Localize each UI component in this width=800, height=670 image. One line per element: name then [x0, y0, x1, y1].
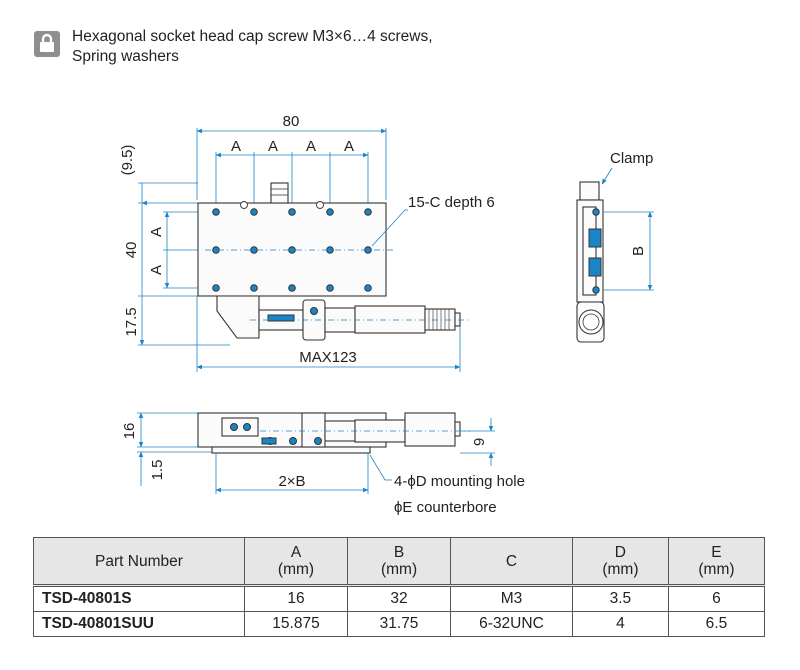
- b-label: B: [630, 246, 647, 256]
- c-cell: M3: [450, 584, 573, 612]
- b-cell: 31.75: [347, 611, 452, 637]
- height-16-label: 16: [121, 423, 138, 440]
- d-cell: 4: [571, 611, 669, 637]
- c-cell: 6-32UNC: [450, 611, 573, 637]
- part-number-cell: TSD-40801SUU: [33, 611, 245, 637]
- axis-9-label: 9: [471, 438, 488, 446]
- micrometer-thimble: [354, 305, 426, 334]
- clamp-label: Clamp: [610, 150, 653, 167]
- side-clamp-screw: [579, 181, 600, 201]
- holes-callout: 15-C depth 6: [408, 194, 495, 211]
- offset-9-5-label: (9.5): [119, 145, 136, 176]
- micrometer-ratchet: [454, 312, 461, 327]
- height-40-label: 40: [123, 242, 140, 259]
- screw-note-text: Hexagonal socket head cap screw M3×6…4 s…: [72, 27, 433, 67]
- header-a: A (mm): [243, 537, 349, 586]
- e-cell: 6: [667, 584, 766, 612]
- table-row: TSD-40801S 16 32 M3 3.5 6: [33, 584, 766, 612]
- spec-table: Part Number A (mm) B (mm) C D (mm) E (mm…: [33, 537, 766, 637]
- clamp-screw-top: [270, 182, 289, 204]
- a-cell: 16: [243, 584, 349, 612]
- side-rail: [582, 206, 597, 296]
- pitch-a-1: A: [231, 138, 241, 155]
- mounting-hole-label: 4-ϕD mounting hole: [394, 473, 525, 490]
- front-clamp-block: [221, 417, 259, 437]
- header-e: E (mm): [667, 537, 766, 586]
- header-c: C: [450, 537, 573, 586]
- width-80-label: 80: [283, 113, 300, 130]
- pitch-a-4: A: [344, 138, 354, 155]
- tapped-holes-grid: [212, 201, 372, 292]
- e-cell: 6.5: [667, 611, 766, 637]
- part-number-cell: TSD-40801S: [33, 584, 245, 612]
- screw-note-line2: Spring washers: [72, 48, 179, 65]
- vpitch-a-1: A: [148, 227, 165, 237]
- header-b: B (mm): [347, 537, 452, 586]
- base-1-5-label: 1.5: [149, 460, 166, 481]
- top-view: 80 A A A A (9.5) 40 17.5 A A: [119, 113, 495, 372]
- pitch-a-3: A: [306, 138, 316, 155]
- a-cell: 15.875: [243, 611, 349, 637]
- front-micrometer-knob: [404, 412, 456, 447]
- pitch-a-2: A: [268, 138, 278, 155]
- front-base: [211, 446, 371, 454]
- screw-note-line1: Hexagonal socket head cap screw M3×6…4 s…: [72, 28, 433, 45]
- lock-icon: [34, 31, 60, 57]
- counterbore-label: ϕE counterbore: [394, 499, 497, 516]
- side-view: Clamp B: [576, 150, 654, 343]
- front-ratchet: [454, 421, 461, 437]
- d-cell: 3.5: [571, 584, 669, 612]
- spec-table-header-row: Part Number A (mm) B (mm) C D (mm) E (mm…: [33, 537, 766, 586]
- span-2b-label: 2×B: [278, 473, 305, 490]
- table-row: TSD-40801SUU 15.875 31.75 6-32UNC 4 6.5: [33, 611, 766, 637]
- header-d: D (mm): [571, 537, 669, 586]
- bottom-17-5-label: 17.5: [123, 307, 140, 336]
- vpitch-a-2: A: [148, 265, 165, 275]
- header-part-number: Part Number: [33, 537, 245, 586]
- b-cell: 32: [347, 584, 452, 612]
- front-view: 16 1.5 9 2×B 4-ϕD mounting hole ϕE count…: [121, 412, 525, 516]
- technical-drawing: 80 A A A A (9.5) 40 17.5 A A: [119, 113, 654, 516]
- max-123-label: MAX123: [299, 349, 357, 366]
- micrometer-knurl: [424, 308, 456, 331]
- slide-bracket: [216, 295, 260, 339]
